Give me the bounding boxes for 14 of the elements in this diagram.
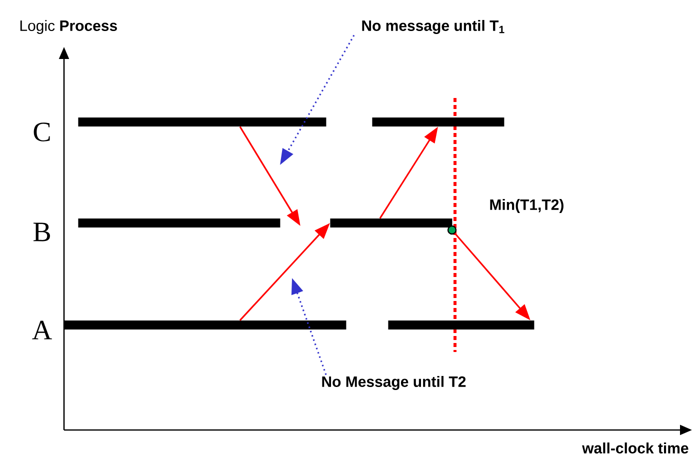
axis-title: wall-clock time [582, 442, 688, 454]
timeline-bar [78, 218, 280, 228]
timeline-bar [78, 118, 326, 126]
timeline-bar [64, 320, 346, 330]
point-label: Min(T1,T2) [490, 199, 564, 213]
timeline-bar [388, 320, 534, 330]
event-dot [447, 225, 457, 235]
process-label: C [34, 122, 50, 142]
note-text: No Message until T2 [322, 376, 466, 390]
process-label: B [33, 222, 50, 242]
timeline-bar [330, 218, 452, 228]
note-text: No message until T$_{1}$ [362, 20, 504, 34]
axis-title: Logic Process [20, 20, 117, 34]
timeline-bar [372, 118, 504, 126]
